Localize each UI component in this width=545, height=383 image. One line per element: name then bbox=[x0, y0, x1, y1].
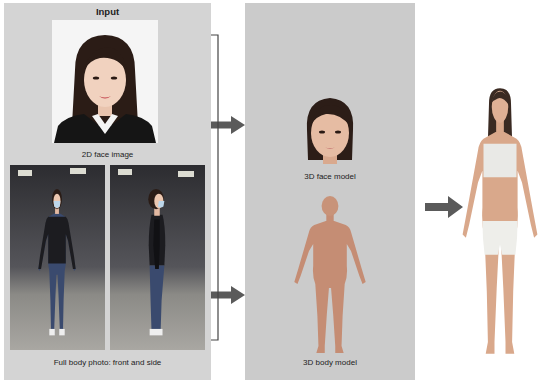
image-caption: 2D face image bbox=[4, 150, 211, 159]
face-photo bbox=[52, 20, 158, 143]
flow-arrow bbox=[211, 116, 245, 134]
final-avatar bbox=[463, 88, 538, 353]
body-photo-side bbox=[110, 165, 205, 350]
image-caption: Full body photo: front and side bbox=[4, 358, 211, 367]
face-model bbox=[307, 98, 353, 164]
panel-heading: Input bbox=[4, 7, 211, 18]
input-bracket bbox=[211, 35, 218, 340]
result-arrow bbox=[425, 196, 463, 218]
body-model bbox=[294, 196, 365, 353]
model-panel: 3D face model 3D body model bbox=[245, 3, 415, 380]
flow-arrow bbox=[211, 286, 245, 304]
model-caption: 3D face model bbox=[245, 172, 415, 181]
body-photo-front bbox=[10, 165, 105, 350]
model-caption: 3D body model bbox=[245, 358, 415, 367]
input-panel: Input 2D face imageFull body photo: front… bbox=[4, 3, 211, 380]
